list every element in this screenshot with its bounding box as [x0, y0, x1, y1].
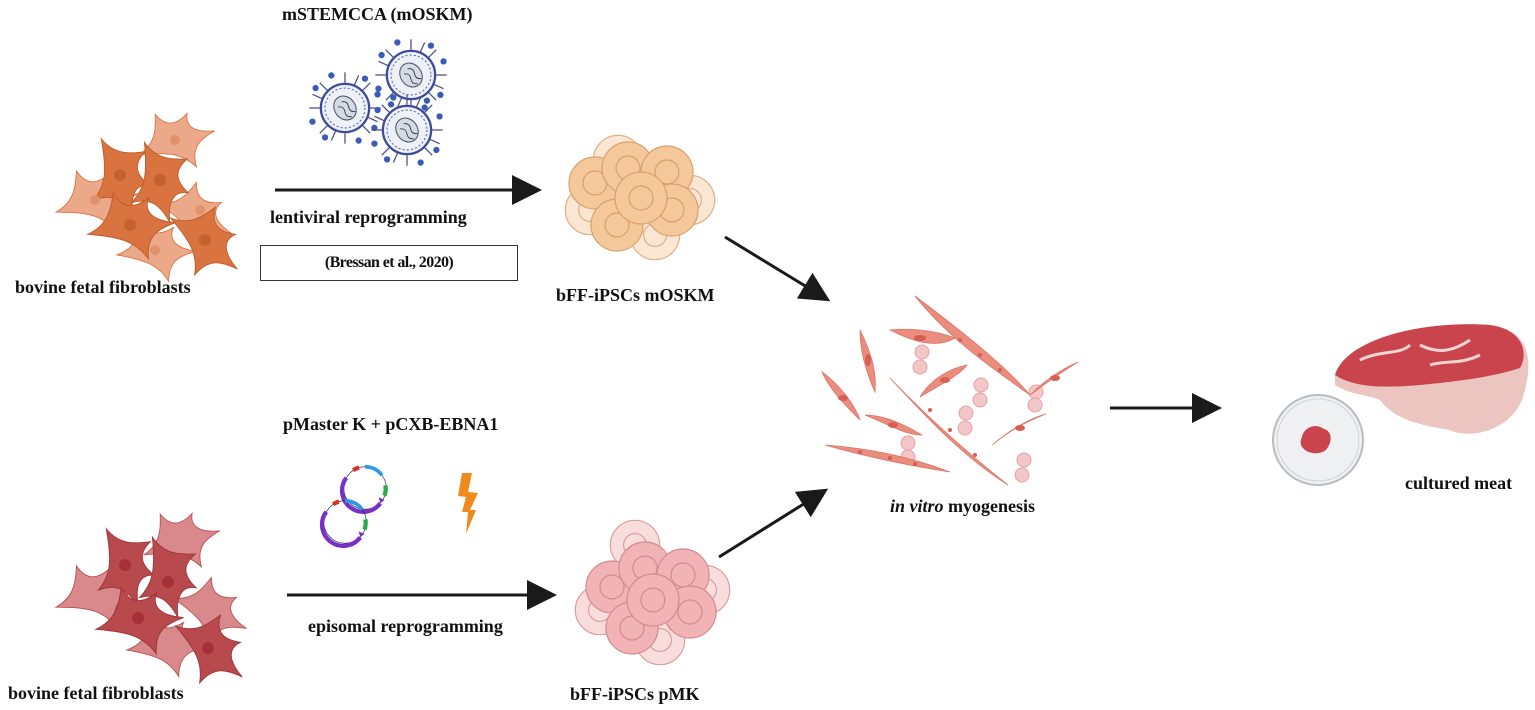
top-vector-label: mSTEMCCA (mOSKM): [282, 4, 473, 24]
electroporation-lightning-icon: [458, 473, 478, 534]
top-method-label: lentiviral reprogramming: [270, 207, 467, 227]
bottom-source-label: bovine fetal fibroblasts: [8, 683, 184, 703]
arrow-bottom-to-myogenesis: [718, 488, 829, 559]
arrow-top-to-myogenesis: [724, 235, 831, 302]
bottom-product-label: bFF-iPSCs pMK: [570, 684, 700, 704]
myogenesis-label-italic: in vitro: [890, 496, 944, 516]
top-source-label: bovine fetal fibroblasts: [15, 277, 191, 297]
ipsc-colony-bottom: [574, 519, 731, 666]
petri-dish-icon: [1272, 394, 1364, 486]
ipsc-colony-top: [564, 134, 716, 261]
bottom-vector-label: pMaster K + pCXB-EBNA1: [283, 414, 499, 434]
reference-box: (Bressan et al., 2020): [260, 245, 518, 281]
lentivirus-particles-icon: [308, 38, 448, 167]
top-fibroblast-cluster: [43, 92, 258, 294]
myogenesis-label: in vitro myogenesis: [890, 496, 1035, 517]
reference-text: (Bressan et al., 2020): [324, 254, 454, 271]
bottom-fibroblast-cluster: [43, 492, 263, 699]
myogenesis-label-rest: myogenesis: [943, 496, 1036, 516]
myotubes-cluster: [821, 295, 1079, 486]
bottom-method-label: episomal reprogramming: [308, 616, 503, 636]
plasmid-vectors-icon: [322, 467, 386, 546]
steak-icon: [1335, 324, 1529, 434]
top-product-label: bFF-iPSCs mOSKM: [556, 285, 715, 305]
cultured-meat-label: cultured meat: [1405, 473, 1513, 493]
